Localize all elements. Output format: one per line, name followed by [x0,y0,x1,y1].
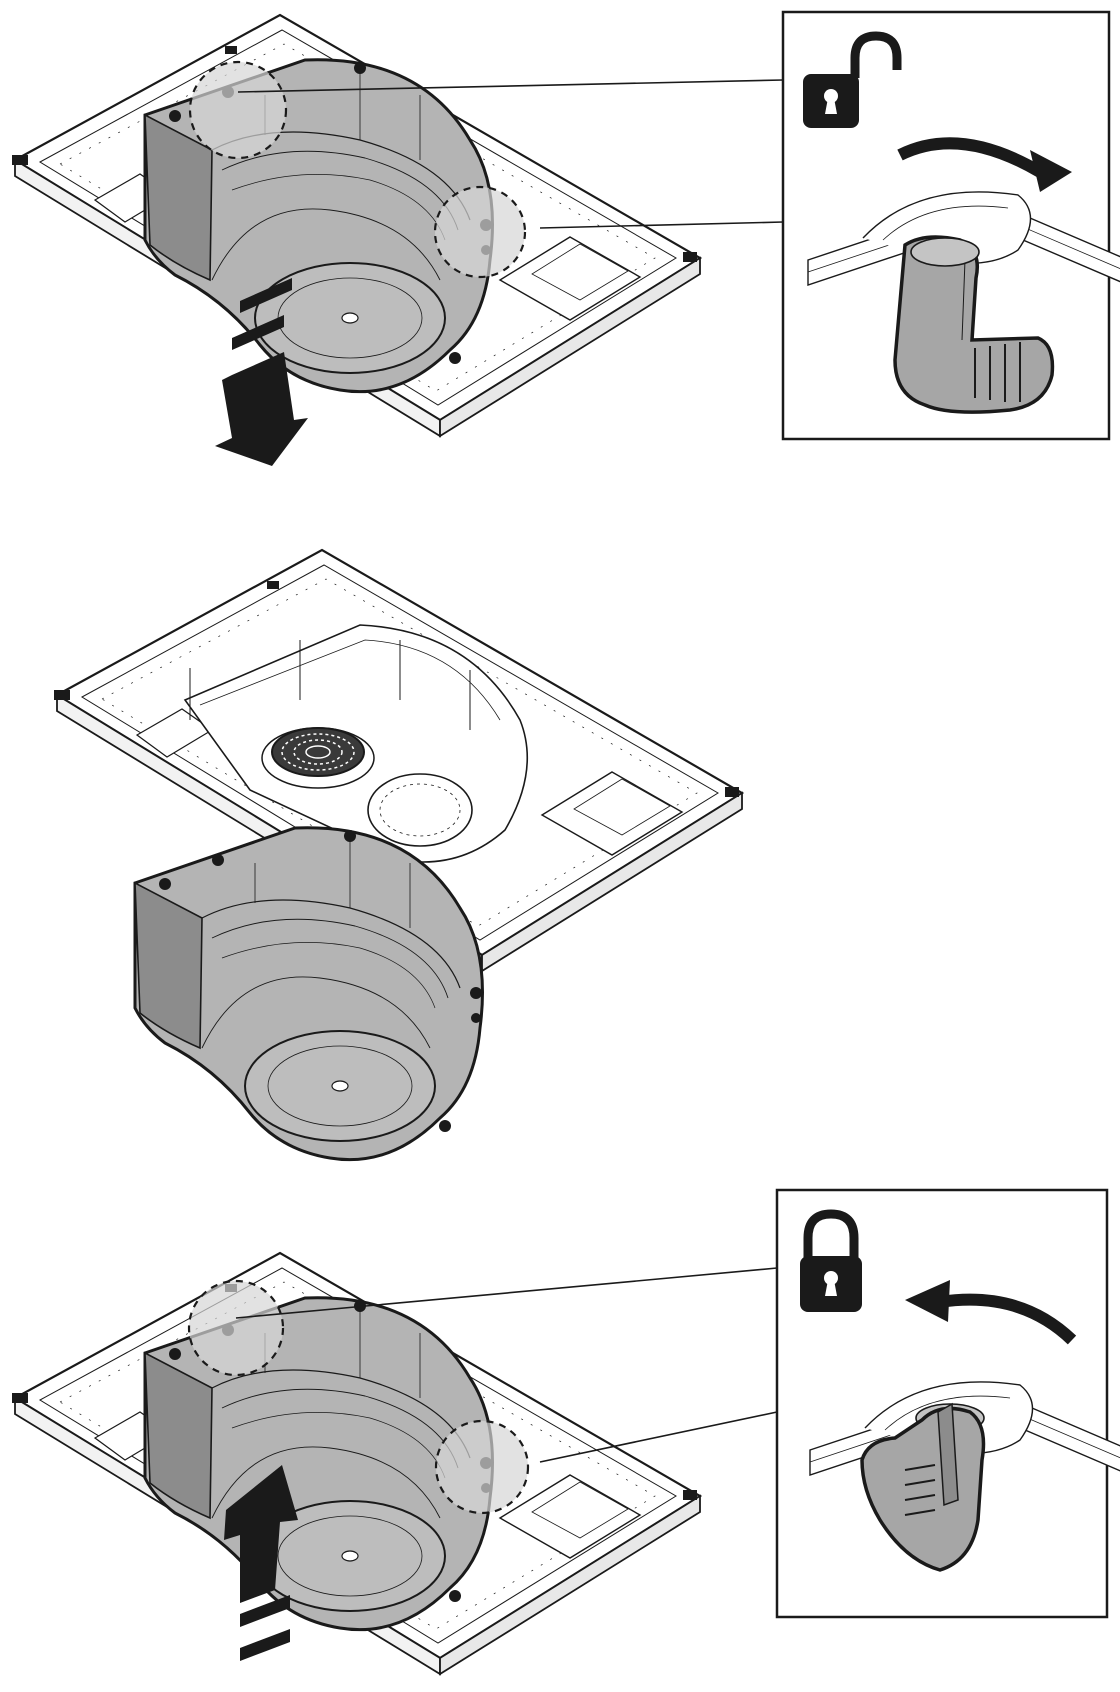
step-3-latch-highlight-right [434,1419,530,1515]
step-1-latch-highlight-top [188,60,288,160]
padlock-closed-icon [800,1209,862,1312]
step-1-latch-open [893,235,1055,414]
step-3-panel [10,1188,1120,1676]
rotate-counterclockwise-arrow-icon [905,1280,1077,1345]
step-1-latch-highlight-right [433,185,527,279]
fan-wheel-icon [261,727,375,789]
arrow-down-icon [215,278,308,466]
step-1-leader-line-right [539,221,784,229]
step-1-detail-inset [781,10,1120,441]
step-1-leader-line-top [237,79,784,93]
step-3-leader-line-right [539,1411,778,1463]
step-1-panel [10,10,1120,466]
step-2-blower-housing-detached [133,826,484,1162]
arrow-up-icon [224,1465,298,1661]
step-3-leader-line-top [235,1267,778,1319]
step-3-latch-highlight-top [187,1279,285,1377]
step-2-panel [52,548,744,1162]
rotate-clockwise-arrow-icon [897,137,1072,192]
padlock-open-icon [803,31,902,128]
step-3-latch-closed [860,1402,986,1572]
step-3-detail-inset [775,1188,1120,1619]
